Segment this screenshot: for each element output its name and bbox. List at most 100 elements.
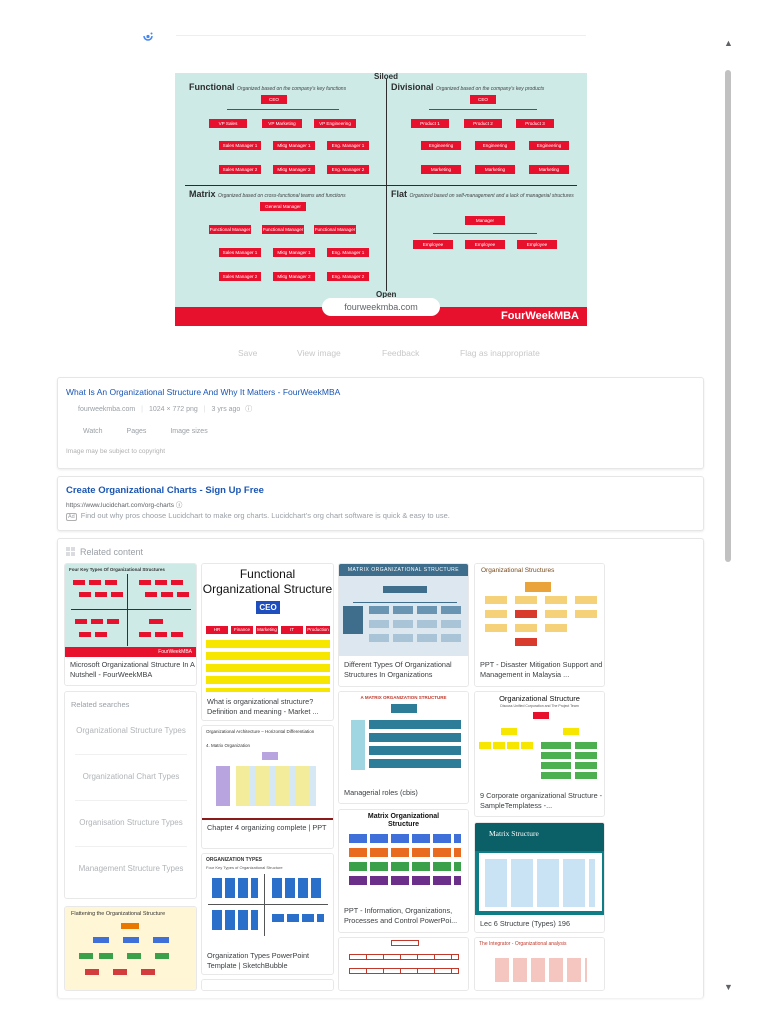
result-thumbnail	[339, 938, 468, 990]
divisional-top-box: CEO	[470, 95, 496, 104]
axis-horizontal	[185, 185, 577, 186]
ad-badge: Ad	[66, 513, 77, 521]
related-result[interactable]	[338, 937, 469, 991]
result-caption[interactable]: Different Types Of Organizational Struct…	[344, 660, 452, 679]
divisional-mid-box: Product 2	[464, 119, 502, 128]
related-result[interactable]: MATRIX ORGANIZATIONAL STRUCTURE Differen…	[338, 563, 469, 687]
result-thumbnail: Matrix Structure	[475, 823, 604, 915]
source-domain[interactable]: fourweekmba.com	[78, 406, 136, 413]
result-thumbnail: Four Key Types Of Organizational Structu…	[65, 564, 196, 657]
lens-icon[interactable]	[142, 32, 154, 42]
main-image[interactable]: Siloed Open Functional Organized based o…	[175, 73, 587, 326]
divisional-row-box: Marketing	[529, 165, 569, 174]
result-thumbnail	[202, 980, 333, 990]
result-caption[interactable]: 9 Corporate organizational Structure - S…	[480, 791, 603, 810]
divisional-mid-box: Product 1	[411, 119, 449, 128]
source-links: Watch Pages Image sizes	[83, 428, 230, 435]
ad-url: https://www.lucidchart.com/org-charts ⓘ	[66, 502, 183, 509]
functional-mid-box: VP Sales	[209, 119, 247, 128]
divisional-row-box: Engineering	[421, 141, 461, 150]
functional-row-box: Eng. Manager 1	[327, 141, 369, 150]
flag-button[interactable]: Flag as inappropriate	[460, 348, 540, 358]
related-result[interactable]: A MATRIX ORGANIZATION STRUCTURE Manageri…	[338, 691, 469, 804]
related-result[interactable]: ORGANIZATION TYPES Four Key Types of Org…	[201, 853, 334, 975]
related-result[interactable]: Organizational Architecture – Horizontal…	[201, 725, 334, 849]
flat-employee-box: Employee	[465, 240, 505, 249]
related-result[interactable]	[201, 979, 334, 991]
result-caption[interactable]: Managerial roles (cbis)	[344, 788, 418, 797]
related-searches-title: Related searches	[71, 700, 130, 709]
matrix-title: Matrix Organized based on cross-function…	[189, 189, 346, 199]
related-search-item[interactable]: Organizational Structure Types	[76, 726, 186, 735]
related-result[interactable]: Four Key Types Of Organizational Structu…	[64, 563, 197, 686]
watch-link[interactable]: Watch	[83, 428, 103, 435]
result-thumbnail: Matrix Organizational Structure	[339, 810, 468, 902]
axis-top-label: Siloed	[374, 73, 399, 81]
related-search-item[interactable]: Organizational Chart Types	[82, 772, 180, 781]
source-age: 3 yrs ago	[211, 406, 241, 413]
result-thumbnail: Organizational Structure Discuss Unified…	[475, 692, 604, 788]
info-icon[interactable]: ⓘ	[175, 502, 183, 509]
result-thumbnail: Organizational Architecture – Horizontal…	[202, 726, 333, 820]
divisional-title: Divisional Organized based on the compan…	[391, 82, 545, 92]
related-search-item[interactable]: Organisation Structure Types	[79, 818, 183, 827]
related-search-item[interactable]: Management Structure Types	[78, 864, 184, 873]
view-image-button[interactable]: View image	[297, 348, 341, 358]
divisional-row-box: Marketing	[421, 165, 461, 174]
scroll-up-icon[interactable]: ▲	[724, 38, 733, 48]
functional-row-box: Mktg Manager 1	[273, 141, 315, 150]
ad-card[interactable]: Create Organizational Charts - Sign Up F…	[57, 476, 704, 531]
functional-mid-box: VP Marketing	[262, 119, 302, 128]
related-result[interactable]: Matrix Structure Lec 6 Structure (Types)…	[474, 822, 605, 933]
related-result[interactable]: The Integrator - Organizational analysis	[474, 937, 605, 991]
scrollbar-thumb[interactable]	[725, 70, 731, 562]
result-caption[interactable]: Organization Types PowerPoint Template |…	[207, 951, 310, 970]
result-caption[interactable]: PPT - Disaster Mitigation Support and Ma…	[480, 660, 603, 679]
source-url-pill[interactable]: fourweekmba.com	[322, 298, 440, 316]
result-thumbnail: MATRIX ORGANIZATIONAL STRUCTURE	[339, 564, 468, 656]
search-bar-line	[176, 35, 586, 36]
divisional-row-box: Marketing	[475, 165, 515, 174]
result-thumbnail: Functional Organizational Structure CEO …	[202, 564, 333, 694]
related-result[interactable]: Organizational Structure Discuss Unified…	[474, 691, 605, 817]
image-footer: FourWeekMBA	[175, 307, 587, 326]
related-result[interactable]: Flattening the Organizational Structure	[64, 906, 197, 991]
matrix-mid-box: Functional Manager	[314, 225, 356, 234]
image-dimensions: 1024 × 772 png	[148, 406, 198, 413]
matrix-row-box: Mktg Manager 1	[273, 248, 315, 257]
result-caption[interactable]: What is organizational structure? Defini…	[207, 697, 319, 716]
matrix-row-box: Eng. Manager 2	[327, 272, 369, 281]
source-meta: fourweekmba.com | 1024 × 772 png | 3 yrs…	[78, 406, 253, 413]
matrix-row-box: Sales Manager 2	[219, 272, 261, 281]
functional-row-box: Mktg Manager 2	[273, 165, 315, 174]
functional-mid-box: VP Engineering	[314, 119, 356, 128]
brand-label: FourWeekMBA	[500, 310, 579, 322]
functional-title: Functional Organized based on the compan…	[189, 82, 347, 92]
matrix-row-box: Sales Manager 1	[219, 248, 261, 257]
image-sizes-link[interactable]: Image sizes	[170, 428, 208, 435]
result-caption[interactable]: Chapter 4 organizing complete | PPT	[207, 823, 327, 832]
scroll-down-icon[interactable]: ▼	[724, 982, 733, 992]
result-caption[interactable]: Microsoft Organizational Structure In A …	[70, 660, 195, 679]
lens-bar	[140, 30, 590, 44]
save-button[interactable]: Save	[238, 348, 258, 358]
ad-title-link[interactable]: Create Organizational Charts - Sign Up F…	[66, 485, 264, 496]
flat-title: Flat Organized based on self-management …	[391, 189, 574, 199]
source-title-link[interactable]: What Is An Organizational Structure And …	[66, 387, 341, 397]
result-caption[interactable]: PPT - Information, Organizations, Proces…	[344, 906, 458, 925]
functional-top-box: CEO	[261, 95, 287, 104]
flat-employee-box: Employee	[413, 240, 453, 249]
image-actions: Save View image Feedback Flag as inappro…	[0, 348, 768, 362]
axis-bottom-label: Open	[376, 290, 397, 299]
functional-row-box: Eng. Manager 2	[327, 165, 369, 174]
pages-link[interactable]: Pages	[126, 428, 147, 435]
scrollbar[interactable]: ▲ ▼	[722, 36, 734, 992]
divisional-mid-box: Product 3	[516, 119, 554, 128]
matrix-mid-box: Functional Manager	[262, 225, 304, 234]
info-icon[interactable]: ⓘ	[245, 406, 253, 413]
related-result[interactable]: Matrix Organizational Structure PPT - In…	[338, 809, 469, 933]
related-result[interactable]: Functional Organizational Structure CEO …	[201, 563, 334, 721]
result-caption[interactable]: Lec 6 Structure (Types) 196	[480, 919, 571, 928]
related-result[interactable]: Organizational Structures PPT - Disaster…	[474, 563, 605, 687]
feedback-button[interactable]: Feedback	[382, 348, 420, 358]
